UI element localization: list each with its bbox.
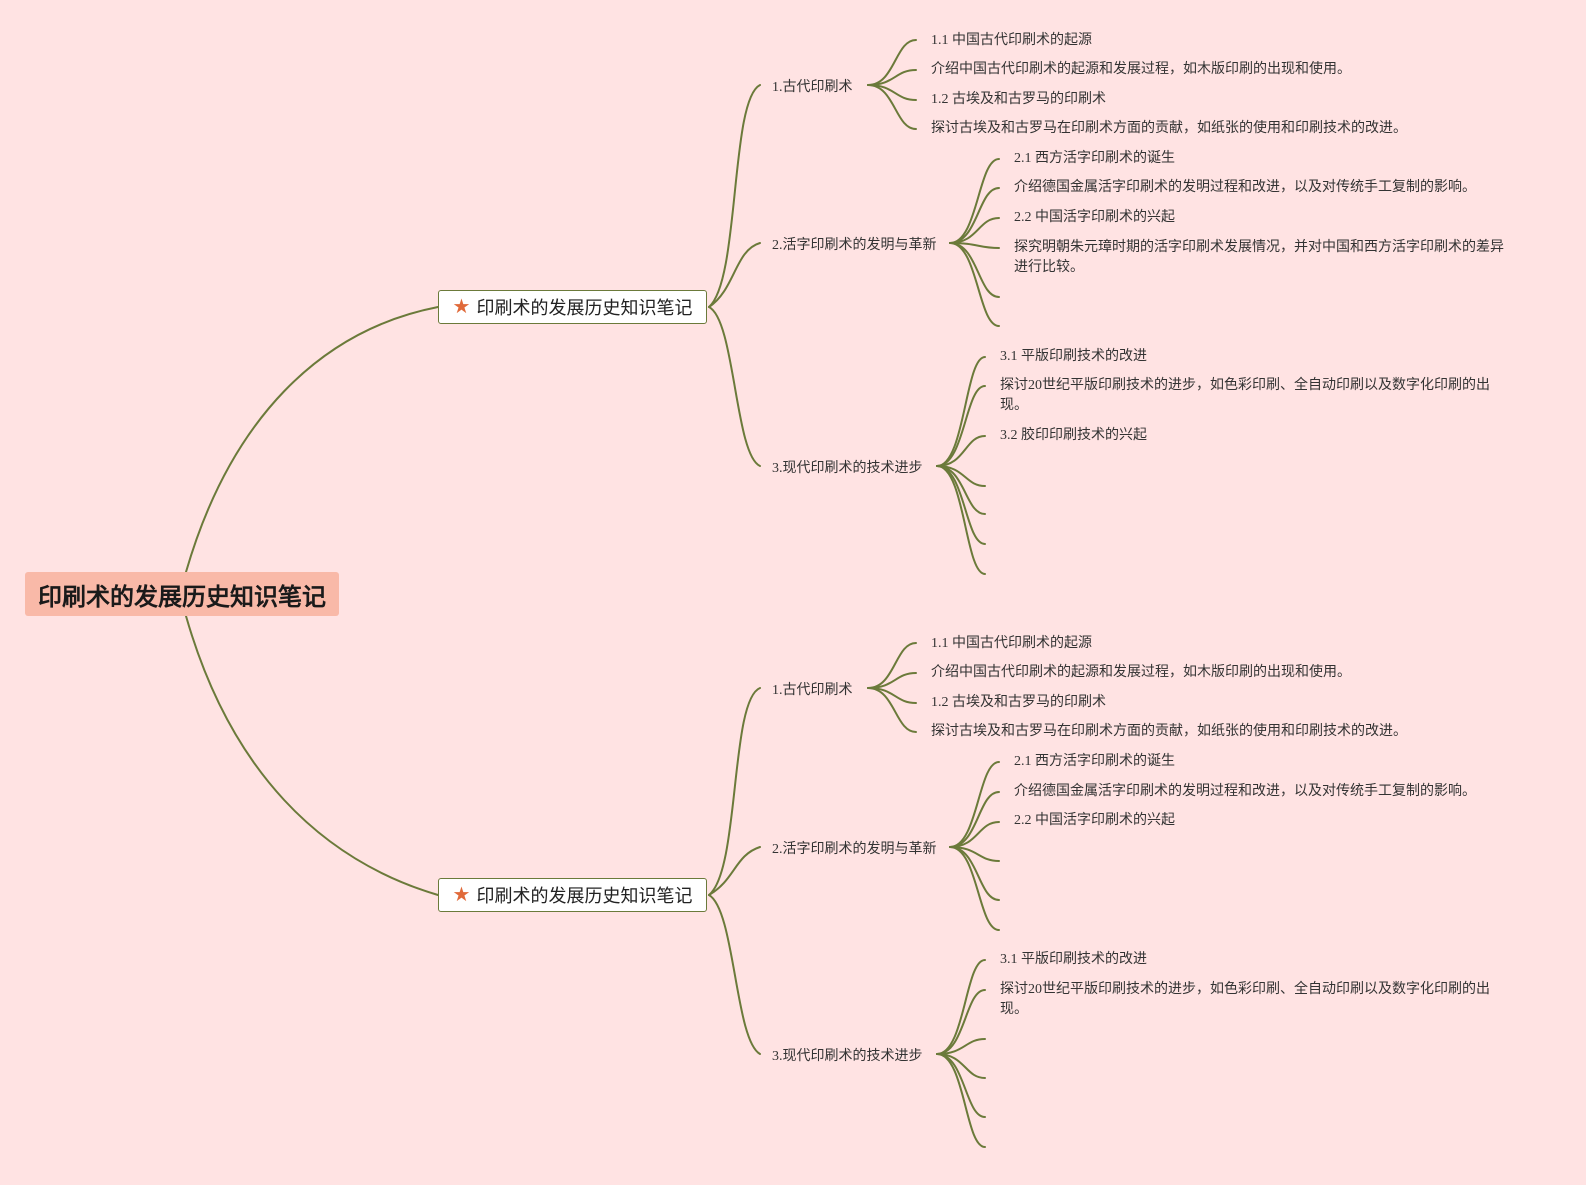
topic-node[interactable]: 1.古代印刷术 bbox=[772, 80, 853, 95]
topic-node[interactable]: 3.现代印刷术的技术进步 bbox=[772, 461, 923, 476]
topic-node[interactable]: 1.古代印刷术 bbox=[772, 683, 853, 698]
branch-node-1[interactable]: ★ 印刷术的发展历史知识笔记 bbox=[438, 290, 707, 324]
leaf-node[interactable]: 3.1 平版印刷技术的改进 bbox=[1000, 349, 1147, 364]
branch1-link-3 bbox=[708, 306, 761, 467]
topic-node[interactable]: 2.活字印刷术的发明与革新 bbox=[772, 238, 937, 253]
leaf-node[interactable]: 1.2 古埃及和古罗马的印刷术 bbox=[931, 92, 1106, 107]
leaf-node[interactable]: 探讨20世纪平版印刷技术的进步，如色彩印刷、全自动印刷以及数字化印刷的出现。 bbox=[1000, 378, 1490, 413]
branch2-link-2 bbox=[708, 846, 761, 896]
leaf-node[interactable]: 介绍德国金属活字印刷术的发明过程和改进，以及对传统手工复制的影响。 bbox=[1014, 180, 1476, 195]
leaf-node[interactable]: 1.1 中国古代印刷术的起源 bbox=[931, 636, 1092, 651]
leaf-node[interactable]: 2.2 中国活字印刷术的兴起 bbox=[1014, 210, 1175, 225]
root-link-2 bbox=[185, 615, 439, 896]
branch2-link-3 bbox=[708, 894, 761, 1055]
branch1-link-2 bbox=[708, 242, 761, 308]
leaf-node[interactable]: 1.1 中国古代印刷术的起源 bbox=[931, 33, 1092, 48]
branch-label: 印刷术的发展历史知识笔记 bbox=[476, 298, 693, 318]
branch-node-2[interactable]: ★ 印刷术的发展历史知识笔记 bbox=[438, 878, 707, 912]
branch2-link-1 bbox=[708, 687, 761, 896]
topic-node[interactable]: 3.现代印刷术的技术进步 bbox=[772, 1049, 923, 1064]
leaf-node[interactable]: 介绍中国古代印刷术的起源和发展过程，如木版印刷的出现和使用。 bbox=[931, 62, 1351, 77]
leaf-node[interactable]: 探究明朝朱元璋时期的活字印刷术发展情况，并对中国和西方活字印刷术的差异进行比较。 bbox=[1014, 240, 1504, 275]
star-icon: ★ bbox=[452, 296, 471, 318]
leaf-node[interactable]: 3.2 胶印印刷技术的兴起 bbox=[1000, 428, 1147, 443]
leaf-node[interactable]: 介绍中国古代印刷术的起源和发展过程，如木版印刷的出现和使用。 bbox=[931, 665, 1351, 680]
leaf-node[interactable]: 探讨古埃及和古罗马在印刷术方面的贡献，如纸张的使用和印刷技术的改进。 bbox=[931, 121, 1407, 136]
root-link-1 bbox=[185, 306, 439, 573]
leaf-node[interactable]: 探讨古埃及和古罗马在印刷术方面的贡献，如纸张的使用和印刷技术的改进。 bbox=[931, 724, 1407, 739]
leaf-node[interactable]: 探讨20世纪平版印刷技术的进步，如色彩印刷、全自动印刷以及数字化印刷的出现。 bbox=[1000, 982, 1490, 1017]
branch1-link-1 bbox=[708, 84, 761, 308]
leaf-node[interactable]: 介绍德国金属活字印刷术的发明过程和改进，以及对传统手工复制的影响。 bbox=[1014, 784, 1476, 799]
root-node[interactable]: 印刷术的发展历史知识笔记 bbox=[25, 572, 339, 616]
leaf-node[interactable]: 3.1 平版印刷技术的改进 bbox=[1000, 952, 1147, 967]
topic-node[interactable]: 2.活字印刷术的发明与革新 bbox=[772, 842, 937, 857]
leaf-node[interactable]: 2.2 中国活字印刷术的兴起 bbox=[1014, 813, 1175, 828]
leaf-node[interactable]: 2.1 西方活字印刷术的诞生 bbox=[1014, 151, 1175, 166]
branch-label: 印刷术的发展历史知识笔记 bbox=[476, 886, 693, 906]
leaf-node[interactable]: 1.2 古埃及和古罗马的印刷术 bbox=[931, 695, 1106, 710]
star-icon: ★ bbox=[452, 884, 471, 906]
leaf-node[interactable]: 2.1 西方活字印刷术的诞生 bbox=[1014, 754, 1175, 769]
